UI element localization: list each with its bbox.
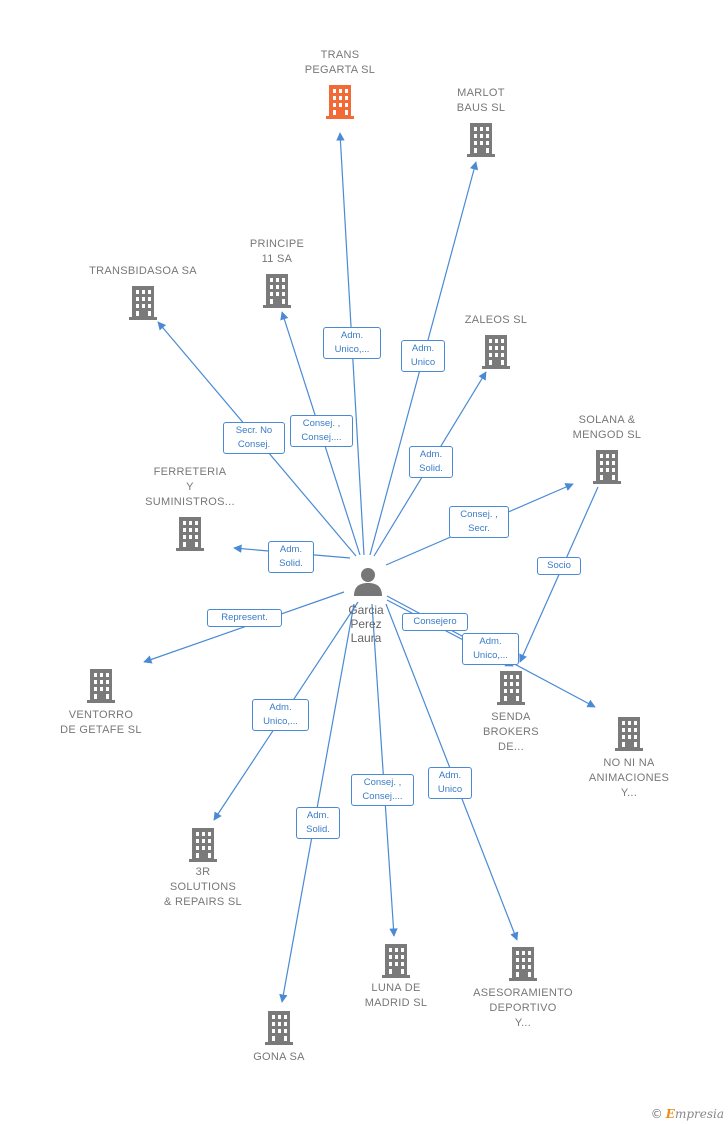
building-icon [129, 286, 157, 320]
company-node-ferreteria[interactable]: FERRETERIA Y SUMINISTROS... [110, 465, 270, 552]
company-label: VENTORRO DE GETAFE SL [60, 709, 142, 736]
brand-logo: ©Empresia [651, 1107, 724, 1121]
company-label: 3R SOLUTIONS & REPAIRS SL [164, 866, 242, 908]
company-node-trans-pegarta[interactable]: TRANS PEGARTA SL [260, 48, 420, 120]
company-label: SOLANA & MENGOD SL [572, 414, 642, 441]
copyright-symbol: © [650, 1107, 663, 1121]
company-node-zaleos[interactable]: ZALEOS SL [416, 313, 576, 370]
company-node-asesoramiento[interactable]: ASESORAMIENTO DEPORTIVO Y... [443, 946, 603, 1031]
company-label: MARLOT BAUS SL [456, 87, 506, 114]
relation-label[interactable]: Adm. Unico,... [462, 633, 519, 665]
relation-label[interactable]: Adm. Unico,... [323, 327, 381, 359]
relation-label[interactable]: Consej. , Consej.... [290, 415, 353, 447]
company-label: NO NI NA ANIMACIONES Y... [588, 757, 670, 799]
company-label: ASESORAMIENTO DEPORTIVO Y... [473, 987, 573, 1029]
company-label: TRANS PEGARTA SL [304, 49, 376, 76]
building-icon [176, 517, 204, 551]
relation-label[interactable]: Consej. , Consej.... [351, 774, 414, 806]
building-icon [87, 669, 115, 703]
building-icon [509, 947, 537, 981]
relation-label[interactable]: Consejero [402, 613, 468, 631]
edge-gona [279, 603, 355, 1003]
building-icon [265, 1011, 293, 1045]
relation-label[interactable]: Adm. Unico [428, 767, 472, 799]
company-node-3r[interactable]: 3R SOLUTIONS & REPAIRS SL [123, 827, 283, 910]
building-icon [467, 123, 495, 157]
person-name[interactable]: Garcia Perez Laura [348, 603, 384, 645]
company-node-senda[interactable]: SENDA BROKERS DE... [431, 670, 591, 755]
company-node-ventorro[interactable]: VENTORRO DE GETAFE SL [21, 668, 181, 738]
company-label: PRINCIPE 11 SA [249, 238, 305, 265]
edge-luna [371, 603, 398, 937]
company-label: LUNA DE MADRID SL [364, 982, 428, 1009]
relation-label[interactable]: Secr. No Consej. [223, 422, 285, 454]
company-label: TRANSBIDASOA SA [89, 265, 197, 277]
company-node-principe[interactable]: PRINCIPE 11 SA [197, 237, 357, 309]
building-icon [382, 944, 410, 978]
relation-label[interactable]: Adm. Unico,... [252, 699, 309, 731]
company-label: SENDA BROKERS DE... [483, 711, 539, 753]
relation-label[interactable]: Adm. Solid. [296, 807, 340, 839]
building-icon [326, 85, 354, 119]
brand-initial: E [665, 1107, 675, 1121]
company-node-solana[interactable]: SOLANA & MENGOD SL [527, 413, 687, 485]
building-icon [593, 450, 621, 484]
brand-name: mpresia [674, 1107, 724, 1121]
company-label: GONA SA [253, 1051, 305, 1063]
relation-label[interactable]: Adm. Solid. [409, 446, 453, 478]
building-icon [263, 274, 291, 308]
person-icon [354, 568, 382, 596]
relation-label[interactable]: Consej. , Secr. [449, 506, 509, 538]
company-node-transbidasoa[interactable]: TRANSBIDASOA SA [63, 264, 223, 321]
relation-label[interactable]: Represent. [207, 609, 282, 627]
company-node-marlot[interactable]: MARLOT BAUS SL [401, 86, 561, 158]
edge-ventorro [143, 591, 345, 664]
building-icon [497, 671, 525, 705]
relation-label[interactable]: Adm. Unico [401, 340, 445, 372]
company-label: ZALEOS SL [464, 314, 528, 326]
building-icon [189, 828, 217, 862]
relation-label[interactable]: Socio [537, 557, 581, 575]
company-node-noni[interactable]: NO NI NA ANIMACIONES Y... [549, 716, 709, 801]
company-node-gona[interactable]: GONA SA [199, 1010, 359, 1065]
building-icon [482, 335, 510, 369]
company-label: FERRETERIA Y SUMINISTROS... [145, 466, 235, 508]
relation-label[interactable]: Adm. Solid. [268, 541, 314, 573]
company-node-luna[interactable]: LUNA DE MADRID SL [316, 943, 476, 1011]
building-icon [615, 717, 643, 751]
